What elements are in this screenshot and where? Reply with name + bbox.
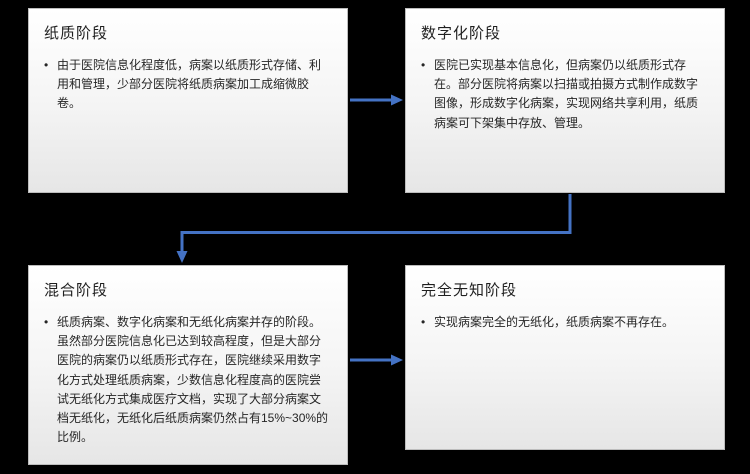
- stage-box-paperless: 完全无知阶段 实现病案完全的无纸化，纸质病案不再存在。: [405, 265, 725, 450]
- bullet-dot: [421, 313, 434, 332]
- bullet-dot: [44, 56, 57, 114]
- arrowhead-paper-to-digital: [391, 94, 403, 106]
- stage-bullet: 医院已实现基本信息化，但病案仍以纸质形式存在。部分医院将病案以扫描或拍摄方式制作…: [421, 56, 709, 133]
- stage-bullet: 纸质病案、数字化病案和无纸化病案并存的阶段。虽然部分医院信息化已达到较高程度，但…: [44, 313, 332, 447]
- stage-bullet-text: 由于医院信息化程度低，病案以纸质形式存储、利用和管理，少部分医院将纸质病案加工成…: [57, 58, 322, 111]
- stage-box-digital: 数字化阶段 医院已实现基本信息化，但病案仍以纸质形式存在。部分医院将病案以扫描或…: [405, 8, 725, 193]
- stage-box-mixed: 混合阶段 纸质病案、数字化病案和无纸化病案并存的阶段。虽然部分医院信息化已达到较…: [28, 265, 348, 465]
- stage-title-paper: 纸质阶段: [44, 25, 109, 42]
- arrow-digital-to-mixed: [180, 194, 572, 252]
- arrowhead-mixed-to-paperless: [391, 354, 403, 366]
- stage-title-paperless: 完全无知阶段: [421, 282, 518, 299]
- stage-bullet: 由于医院信息化程度低，病案以纸质形式存储、利用和管理，少部分医院将纸质病案加工成…: [44, 56, 332, 114]
- bullet-dot: [421, 56, 434, 133]
- bullet-dot: [44, 313, 57, 447]
- stage-bullet-text: 实现病案完全的无纸化，纸质病案不再存在。: [434, 315, 675, 329]
- stage-box-paper: 纸质阶段 由于医院信息化程度低，病案以纸质形式存储、利用和管理，少部分医院将纸质…: [28, 8, 348, 193]
- stage-bullet-text: 医院已实现基本信息化，但病案仍以纸质形式存在。部分医院将病案以扫描或拍摄方式制作…: [434, 58, 699, 130]
- stage-bullet: 实现病案完全的无纸化，纸质病案不再存在。: [421, 313, 709, 332]
- stage-bullet-text: 纸质病案、数字化病案和无纸化病案并存的阶段。虽然部分医院信息化已达到较高程度，但…: [57, 315, 329, 445]
- arrowhead-digital-to-mixed: [176, 251, 188, 263]
- stage-title-digital: 数字化阶段: [421, 25, 502, 42]
- stage-title-mixed: 混合阶段: [44, 282, 109, 299]
